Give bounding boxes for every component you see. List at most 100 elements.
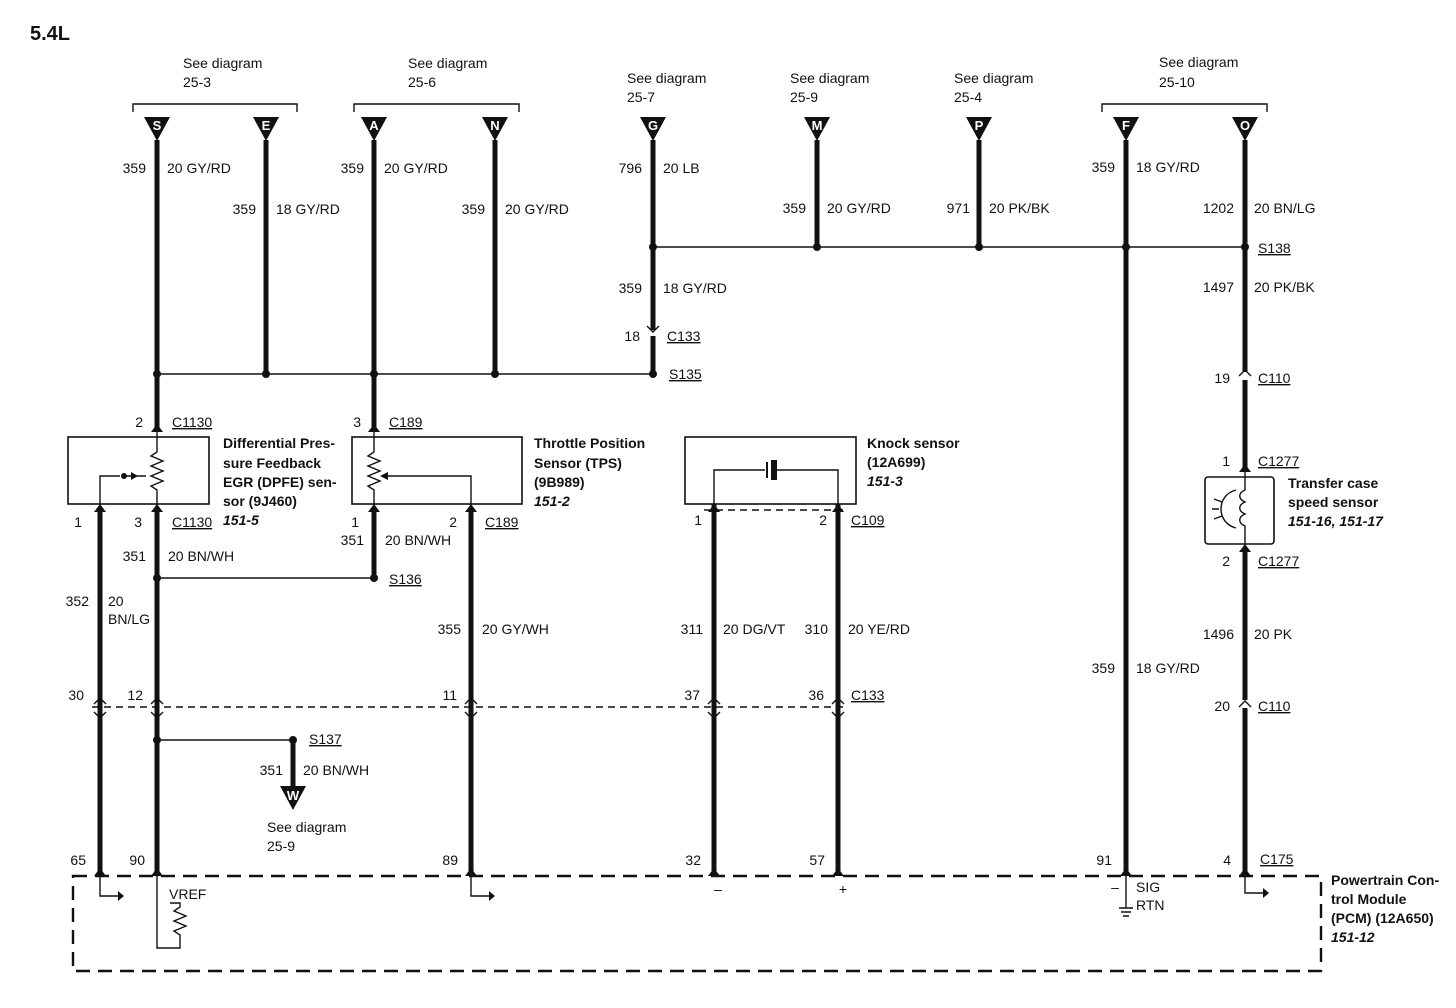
circuit-labels-top: 359 20 GY/RD 359 18 GY/RD 359 20 GY/RD 3… <box>123 159 1316 296</box>
svg-text:1202: 1202 <box>1203 200 1234 216</box>
c110-top-pin: 19 <box>1214 370 1230 386</box>
connector-W: W <box>280 786 306 810</box>
connector-E: E <box>253 117 279 141</box>
wires <box>97 140 1248 876</box>
ks-310-label: 20 YE/RD <box>848 621 910 637</box>
see-diagram-25-6: See diagram 25-6 <box>353 55 520 112</box>
svg-text:151-12: 151-12 <box>1331 929 1375 945</box>
pcm-label: Powertrain Con- trol Module (PCM) (12A65… <box>1331 872 1439 945</box>
c110-bottom-pin: 20 <box>1214 698 1230 714</box>
svg-text:Transfer case: Transfer case <box>1288 475 1378 491</box>
see-diagram-ref: 25-9 <box>790 89 818 105</box>
connector-F: F <box>1113 117 1139 141</box>
knock-sensor <box>684 436 857 512</box>
svg-text:sure Feedback: sure Feedback <box>223 455 321 471</box>
svg-text:20 BN/LG: 20 BN/LG <box>1254 200 1315 216</box>
splice-s135: S135 <box>669 366 702 382</box>
svg-text:20 GY/RD: 20 GY/RD <box>827 200 891 216</box>
c133-pin-36: 36 <box>808 687 824 703</box>
svg-text:sor (9J460): sor (9J460) <box>223 493 297 509</box>
pcm-box <box>71 874 1323 973</box>
tps-351-num: 351 <box>341 532 365 548</box>
c175-pin-91: 91 <box>1096 852 1112 868</box>
svg-text:359: 359 <box>341 160 365 176</box>
svg-text:trol Module: trol Module <box>1331 891 1407 907</box>
splice-s138: S138 <box>1258 240 1291 256</box>
pcm-tcss-minus: – <box>1111 879 1119 895</box>
svg-text:359: 359 <box>462 201 486 217</box>
tps-355-num: 355 <box>438 621 462 637</box>
c175-pin-65: 65 <box>70 852 86 868</box>
svg-text:151-5: 151-5 <box>223 512 259 528</box>
dpfe-sensor <box>67 424 210 512</box>
c175-pin-90: 90 <box>129 852 145 868</box>
splice-s137: S137 <box>309 731 342 747</box>
bracket <box>132 103 298 112</box>
svg-text:359: 359 <box>233 201 257 217</box>
c1130-top-name: C1130 <box>172 414 212 430</box>
dpfe-label: Differential Pres- sure Feedback EGR (DP… <box>223 435 337 528</box>
c133-pin-37: 37 <box>684 687 700 703</box>
see-diagram-25-9-bottom-ref: 25-9 <box>267 838 295 854</box>
tcss-1496-num: 1496 <box>1203 626 1234 642</box>
svg-text:20 GY/RD: 20 GY/RD <box>384 160 448 176</box>
svg-text:N: N <box>490 118 499 133</box>
connector-M: M <box>804 117 830 141</box>
see-diagram-ref: 25-4 <box>954 89 982 105</box>
bracket <box>1101 103 1268 112</box>
c110-top-name: C110 <box>1258 370 1291 386</box>
knock-label: Knock sensor (12A699) 151-3 <box>867 435 960 489</box>
c109-pin: 2 <box>819 512 827 528</box>
see-diagram-25-10: See diagram 25-10 <box>1101 54 1268 112</box>
c189-bottom-pin: 2 <box>449 514 457 530</box>
see-diagram-label: See diagram <box>1159 54 1238 70</box>
svg-text:1497: 1497 <box>1203 279 1234 295</box>
svg-text:EGR (DPFE) sen-: EGR (DPFE) sen- <box>223 474 337 490</box>
see-diagram-ref: 25-7 <box>627 89 655 105</box>
splice-dots <box>153 243 1249 744</box>
tcss-1496-label: 20 PK <box>1254 626 1293 642</box>
svg-text:18 GY/RD: 18 GY/RD <box>276 201 340 217</box>
c1130-pin1: 1 <box>74 514 82 530</box>
svg-text:Sensor (TPS): Sensor (TPS) <box>534 455 622 471</box>
see-diagram-label: See diagram <box>408 55 487 71</box>
c1277-top-pin: 1 <box>1222 453 1230 469</box>
ks-311-label: 20 DG/VT <box>723 621 786 637</box>
svg-text:P: P <box>975 118 984 133</box>
c1130-bottom-pin: 3 <box>134 514 142 530</box>
c189-top-pin: 3 <box>353 414 361 430</box>
svg-text:A: A <box>369 118 379 133</box>
c1130-bottom-name: C1130 <box>172 514 212 530</box>
svg-text:W: W <box>287 788 300 803</box>
c1277-bottom-pin: 2 <box>1222 553 1230 569</box>
see-diagram-label: See diagram <box>627 70 706 86</box>
svg-text:151-2: 151-2 <box>534 493 570 509</box>
pcm-internals <box>99 876 1269 949</box>
svg-text:359: 359 <box>783 200 807 216</box>
c133-row-name: C133 <box>851 687 885 703</box>
see-diagram-25-7: See diagram 25-7 <box>627 70 706 105</box>
tps-355-label: 20 GY/WH <box>482 621 549 637</box>
svg-text:F: F <box>1122 118 1130 133</box>
pcm-vref: VREF <box>169 886 206 902</box>
c1277-top-name: C1277 <box>1258 453 1299 469</box>
svg-text:20 GY/RD: 20 GY/RD <box>167 160 231 176</box>
s137-351-label: 20 BN/WH <box>303 762 369 778</box>
c133-row <box>92 697 846 719</box>
s137-351-num: 351 <box>260 762 284 778</box>
pcm-sig: SIG <box>1136 879 1160 895</box>
svg-text:20 PK/BK: 20 PK/BK <box>1254 279 1315 295</box>
svg-text:18 GY/RD: 18 GY/RD <box>663 280 727 296</box>
c175-connector-marks <box>94 868 1251 876</box>
svg-text:O: O <box>1240 118 1250 133</box>
c189-pin1: 1 <box>351 514 359 530</box>
svg-text:Knock sensor: Knock sensor <box>867 435 960 451</box>
svg-text:Throttle Position: Throttle Position <box>534 435 645 451</box>
pcm-knock-plus: + <box>839 881 847 897</box>
tps-351-label: 20 BN/WH <box>385 532 451 548</box>
c175-pin-57: 57 <box>809 852 825 868</box>
see-diagram-25-3: See diagram 25-3 <box>132 55 298 112</box>
c109-pin1: 1 <box>694 512 702 528</box>
svg-text:20 PK/BK: 20 PK/BK <box>989 200 1050 216</box>
connector-N: N <box>482 117 508 141</box>
